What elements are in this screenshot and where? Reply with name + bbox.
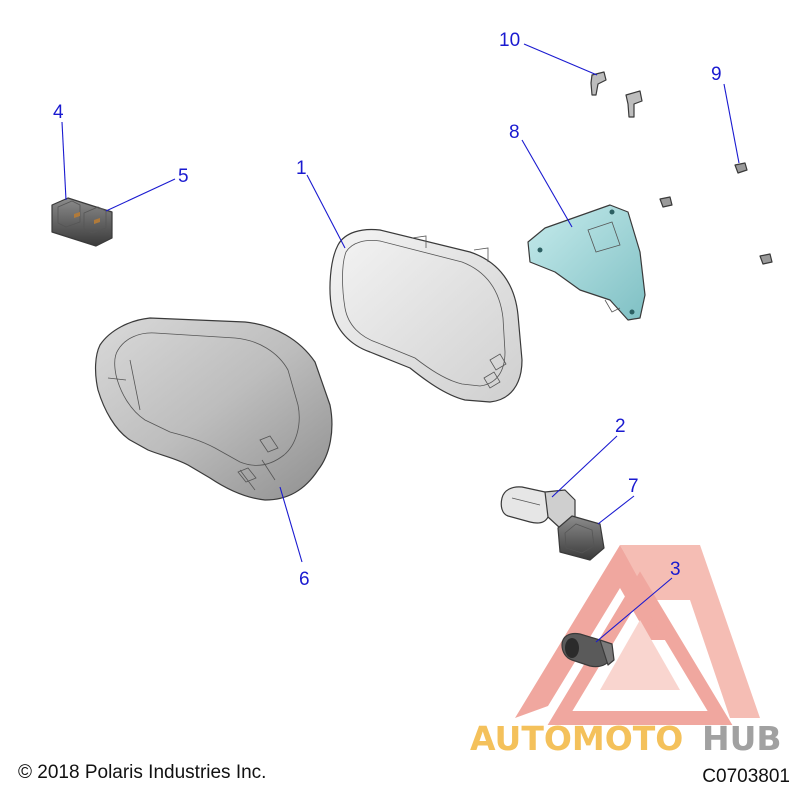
callout-9: 9 [711, 64, 722, 85]
diagram-code: C0703801 [702, 766, 790, 787]
watermark-text: AUTOMOTO HUB [470, 719, 782, 758]
callout-7: 7 [628, 476, 639, 497]
callout-4: 4 [53, 102, 64, 123]
callout-10: 10 [499, 30, 520, 51]
callout-5: 5 [178, 166, 189, 187]
part-6-shroud [94, 317, 333, 501]
part-2-ignition-switch [500, 486, 576, 529]
part-1-instrument-cluster [329, 228, 523, 403]
part-3-power-outlet [561, 632, 615, 668]
callout-3: 3 [670, 559, 681, 580]
callout-8: 8 [509, 122, 520, 143]
callout-1: 1 [296, 158, 307, 179]
leader-lines [61, 43, 740, 643]
part-8-bracket [527, 204, 646, 321]
callout-6: 6 [299, 569, 310, 590]
callout-2: 2 [615, 416, 626, 437]
part-9-nuts [659, 162, 773, 265]
watermark-text-primary: AUTOMOTO [470, 719, 683, 758]
copyright-text: © 2018 Polaris Industries Inc. [18, 762, 267, 783]
part-10-screws [590, 71, 643, 118]
callout-labels: 1 2 3 4 5 6 7 8 9 10 [53, 30, 722, 590]
watermark-text-secondary: HUB [702, 719, 782, 758]
watermark-logo [515, 545, 760, 725]
part-7-switch [557, 515, 605, 561]
part-4-5-switch-pair [51, 197, 113, 247]
